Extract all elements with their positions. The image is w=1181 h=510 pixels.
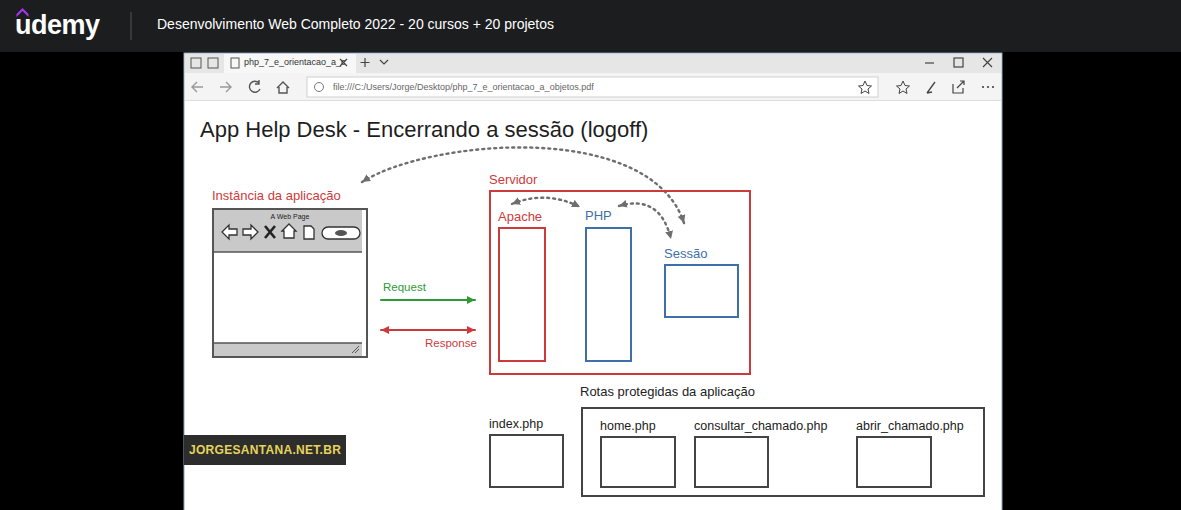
protected-routes-box: home.php consultar_chamado.php abrir_chama…: [581, 407, 985, 497]
new-tab: [361, 58, 370, 67]
mockup-divider: [214, 342, 362, 344]
course-title: Desenvolvimento Web Completo 2022 - 20 c…: [157, 16, 554, 33]
node-heading: Instância da aplicação: [212, 188, 341, 204]
edge-label: Response: [425, 336, 477, 350]
favorites-icon: [897, 81, 910, 94]
node-heading: Rotas protegidas da aplicação: [580, 384, 755, 400]
mockup-page: [304, 226, 314, 239]
tab-icon: [208, 58, 218, 68]
php-box: [585, 227, 632, 362]
share-icon: [953, 81, 964, 93]
home-button: [277, 82, 289, 93]
mockup-back: [222, 225, 237, 239]
server-box-node: ServidorApache PHP Sessão: [489, 172, 751, 375]
mockup-divider: [214, 251, 362, 253]
address-bar: [185, 73, 1001, 100]
mockup-stop: [265, 226, 275, 238]
active-tab: [224, 54, 356, 73]
server-box: Apache PHP Sessão: [489, 190, 751, 375]
route-box-node: home.php: [600, 418, 676, 488]
route-box: [600, 436, 676, 488]
menu-dot: [982, 86, 984, 88]
apache-box-node: Apache: [498, 209, 546, 362]
browser-mockup: A Web Page: [212, 208, 368, 358]
connector: [512, 198, 580, 207]
protected-routes-box-node: Rotas protegidas da aplicação home.php con…: [581, 384, 985, 497]
menu-dot: [987, 86, 989, 88]
route-box: [856, 436, 932, 488]
route-box-node: index.php: [489, 416, 564, 488]
pdf-icon: [231, 58, 239, 68]
node-heading: Apache: [498, 209, 542, 225]
node-heading: index.php: [489, 416, 543, 432]
header-divider: [131, 12, 132, 40]
browser-mockup-node: Instância da aplicação A Web Page: [212, 188, 368, 358]
refresh-button: [249, 80, 260, 92]
maximize: [954, 58, 963, 67]
node-heading: Servidor: [489, 172, 537, 188]
node-heading: consultar_chamado.php: [694, 418, 827, 434]
mockup-home: [282, 224, 296, 238]
route-box-node: consultar_chamado.php: [694, 418, 827, 488]
php-box-node: PHP: [585, 208, 632, 362]
route-box: [694, 436, 769, 488]
tab-bar: [185, 54, 1001, 73]
favorite-star: [859, 81, 872, 94]
node-heading: Sessão: [664, 246, 707, 262]
node-heading: abrir_chamado.php: [856, 418, 964, 434]
minimize: [925, 62, 934, 63]
mockup-grip: [352, 346, 359, 353]
close: [983, 58, 992, 67]
apache-box: [498, 227, 546, 362]
pen-icon: [927, 82, 935, 93]
session-box-node: Sessão: [664, 246, 739, 318]
back-button: [192, 82, 203, 92]
page-edge: [185, 100, 1001, 101]
route-box: [489, 434, 564, 488]
address-text: file:///C:/Users/Jorge/Desktop/php_7_e_o…: [333, 81, 594, 93]
node-heading: PHP: [585, 208, 612, 224]
address-field: [307, 77, 878, 97]
mockup-statusbar: [214, 343, 362, 356]
tab-title: php_7_e_orientacao_a_c: [244, 57, 346, 68]
slide-title: App Help Desk - Encerrando a sessão (log…: [200, 116, 648, 144]
brand-logo: udemy: [15, 9, 100, 41]
node-text: A Web Page: [214, 212, 366, 221]
mockup-forward: [243, 225, 258, 239]
tab-menu: [380, 60, 388, 64]
edge-label: Request: [383, 280, 426, 294]
mockup-search-dot: [335, 230, 347, 236]
route-box-node: abrir_chamado.php: [856, 418, 964, 488]
session-box: [664, 264, 739, 318]
mockup-search: [322, 227, 360, 239]
menu-dot: [992, 86, 994, 88]
tab-icon: [191, 58, 201, 68]
connector: [619, 203, 671, 239]
info-icon: [315, 83, 324, 92]
connector: [381, 329, 475, 331]
node-heading: home.php: [600, 418, 656, 434]
watermark: JORGESANTANA.NET.BR: [184, 435, 346, 465]
forward-button: [220, 82, 231, 92]
browser-window: [184, 53, 1002, 510]
connector: [381, 299, 475, 301]
